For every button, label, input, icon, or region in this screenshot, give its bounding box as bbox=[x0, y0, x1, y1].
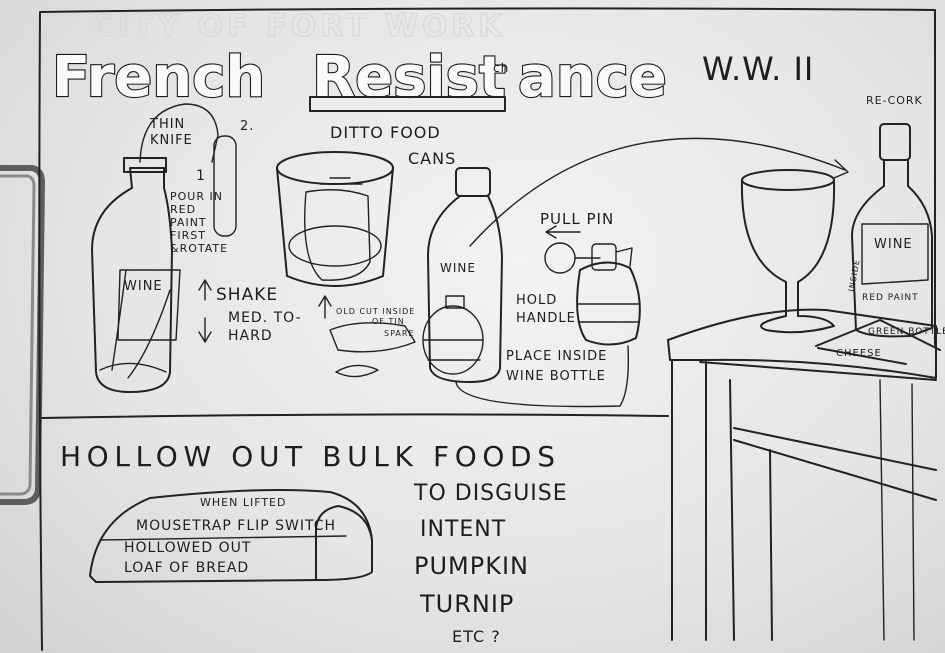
title-ww2: W.W. II bbox=[702, 50, 814, 88]
spare-note: SPARE bbox=[384, 329, 414, 338]
shake-note: SHAKE bbox=[216, 285, 278, 305]
placement-arc bbox=[469, 137, 849, 247]
page-border bbox=[38, 7, 936, 651]
wine-bottle-note: WINE BOTTLE bbox=[506, 369, 606, 384]
red-paint-note: RED PAINT bbox=[862, 293, 919, 303]
pull-pin-arrow bbox=[545, 225, 581, 239]
title-french: French bbox=[52, 45, 265, 110]
tin-lid bbox=[329, 322, 416, 353]
table bbox=[667, 308, 941, 641]
when-lifted-note: WHEN LIFTED bbox=[200, 496, 286, 509]
place-inside-note: PLACE INSIDE bbox=[506, 349, 607, 364]
med-to-note: MED. TO- bbox=[228, 310, 302, 326]
first-note: FIRST bbox=[170, 229, 206, 242]
green-bottle-note: GREEN BOTTLE bbox=[868, 327, 945, 337]
binder-clip bbox=[0, 165, 46, 505]
wine-label-right: WINE bbox=[874, 237, 913, 252]
inside-note: INSIDE bbox=[847, 258, 862, 292]
hard-note: HARD bbox=[228, 328, 273, 344]
shake-arrows bbox=[198, 279, 212, 343]
knife-note: KNIFE bbox=[150, 133, 193, 148]
food-can bbox=[276, 151, 394, 287]
hold-note: HOLD bbox=[516, 293, 557, 308]
watermark-text: CITY OF FORT WORK bbox=[92, 9, 506, 44]
wine-bottle-middle bbox=[422, 167, 503, 383]
place-box bbox=[455, 345, 630, 408]
to-disguise-note: TO DISGUISE bbox=[413, 481, 568, 506]
cheese-note: CHEESE bbox=[836, 348, 882, 359]
hollowed-out-note: HOLLOWED OUT bbox=[124, 540, 251, 556]
loaf-note: LOAF OF BREAD bbox=[124, 560, 249, 576]
turnip-note: TURNIP bbox=[419, 590, 514, 618]
knife-arrow bbox=[139, 103, 219, 163]
wine-bottle-left bbox=[91, 157, 181, 393]
thin-note: THIN bbox=[149, 117, 185, 132]
wine-label-middle: WINE bbox=[440, 261, 476, 275]
title-resist: Resist bbox=[312, 45, 506, 110]
step-2-note: 2. bbox=[240, 119, 254, 134]
of-tin-note: OF TIN bbox=[372, 317, 405, 326]
tin-disc bbox=[335, 364, 379, 378]
wine-glass bbox=[740, 169, 836, 334]
pumpkin-note: PUMPKIN bbox=[414, 552, 529, 580]
etc-note: ETC ? bbox=[452, 627, 501, 646]
pull-pin-note: PULL PIN bbox=[540, 210, 614, 228]
rotate-note: &ROTATE bbox=[170, 242, 228, 255]
tin-lid-arrow bbox=[318, 295, 332, 319]
old-cut-note: OLD CUT INSIDE bbox=[336, 307, 415, 316]
title-underline bbox=[309, 96, 506, 112]
mousetrap-note: MOUSETRAP FLIP SWITCH bbox=[136, 518, 336, 534]
step-1-note: 1 bbox=[196, 168, 206, 184]
cans-note: CANS bbox=[408, 149, 456, 168]
title-ance: ance bbox=[518, 45, 667, 110]
wine-label-left: WINE bbox=[124, 279, 163, 294]
pour-in-note: POUR IN bbox=[170, 190, 223, 203]
hollow-out-note: HOLLOW OUT BULK FOODS bbox=[60, 440, 556, 473]
wine-bottle-right bbox=[851, 123, 933, 338]
grenade bbox=[544, 242, 641, 346]
handle-note: HANDLE bbox=[516, 311, 576, 326]
red-note: RED bbox=[170, 203, 196, 216]
knife-blade bbox=[213, 135, 237, 237]
ditto-food-note: DITTO FOOD bbox=[330, 123, 441, 142]
re-cork-note: RE-CORK bbox=[866, 94, 923, 107]
intent-note: INTENT bbox=[420, 517, 506, 542]
loaf-of-bread bbox=[89, 489, 373, 583]
paint-note: PAINT bbox=[170, 216, 207, 229]
title-insert: ch bbox=[493, 61, 509, 75]
